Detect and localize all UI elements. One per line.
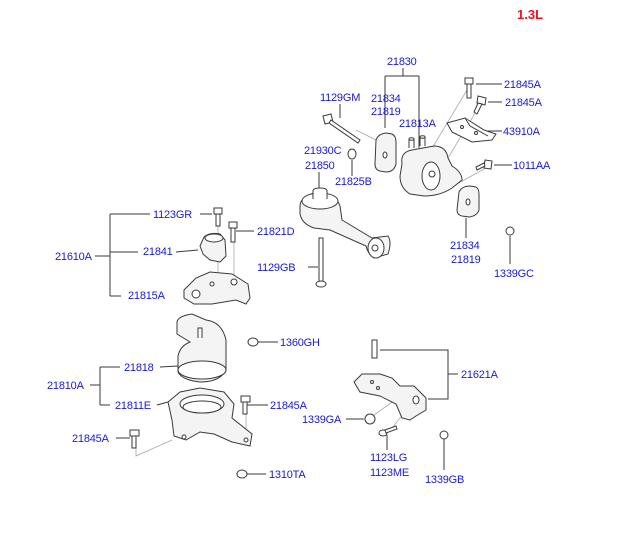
label-21850[interactable]: 21850 (305, 160, 335, 172)
label-21825b[interactable]: 21825B (335, 176, 372, 188)
label-21813a[interactable]: 21813A (399, 118, 436, 130)
engine-label: 1.3L (517, 7, 544, 22)
part-1011aa-bolt (475, 159, 493, 171)
label-1129gb[interactable]: 1129GB (257, 262, 296, 274)
part-21834-pad-upper (374, 132, 397, 173)
part-21841-insulator (199, 232, 227, 263)
part-1123lg-bolt (378, 425, 398, 437)
part-1360gh-nut (247, 337, 259, 347)
part-21845a-bolt-left (129, 429, 140, 449)
part-21825b-washer (347, 148, 357, 160)
label-21845a-right[interactable]: 21845A (270, 400, 307, 412)
part-1339ga-nut (364, 413, 376, 425)
part-21818-insulator (176, 313, 227, 383)
label-21834-upper[interactable]: 21834 (371, 93, 401, 105)
label-21845a-left[interactable]: 21845A (72, 433, 109, 445)
part-21834-pad-lower (456, 185, 480, 218)
leader-lines (90, 68, 512, 475)
part-43910a-bracket (446, 117, 497, 143)
label-21819-upper[interactable]: 21819 (371, 106, 401, 118)
label-1123lg[interactable]: 1123LG (370, 452, 408, 464)
label-21819-lower[interactable]: 21819 (451, 254, 481, 266)
label-1123me[interactable]: 1123ME (370, 467, 409, 479)
label-21821d[interactable]: 21821D (257, 226, 295, 238)
label-21610a[interactable]: 21610A (55, 251, 92, 263)
part-1129gb-bolt (315, 237, 327, 288)
label-21621a[interactable]: 21621A (461, 369, 498, 381)
label-1011aa[interactable]: 1011AA (513, 160, 551, 172)
label-21834-lower[interactable]: 21834 (450, 240, 480, 252)
label-1129gm[interactable]: 1129GM (320, 92, 361, 104)
label-21818[interactable]: 21818 (124, 362, 154, 374)
label-21811e[interactable]: 21811E (115, 400, 151, 412)
part-21850-torque-rod (299, 187, 391, 259)
part-21621a-stud (371, 339, 378, 359)
part-1339gc-cap (505, 226, 515, 236)
label-1339gc[interactable]: 1339GC (494, 268, 534, 280)
part-21621a-bracket (353, 373, 427, 421)
label-1339ga[interactable]: 1339GA (302, 414, 342, 426)
part-21845a-bolt-top (464, 77, 474, 99)
part-21845a-bolt-right (240, 395, 251, 415)
part-21815a-bracket (183, 271, 251, 305)
part-21813a-insulator (399, 135, 463, 197)
part-21811e-bracket (167, 387, 253, 447)
part-1310ta-nut (236, 469, 248, 479)
part-1339gb-cap (439, 430, 449, 440)
label-21815a[interactable]: 21815A (128, 290, 165, 302)
part-21845a-bolt-2 (473, 95, 487, 115)
part-1129gm-bolt (322, 113, 361, 144)
label-21810a[interactable]: 21810A (47, 380, 84, 392)
label-21830[interactable]: 21830 (387, 56, 417, 68)
label-21845a-2[interactable]: 21845A (505, 97, 542, 109)
label-21930c[interactable]: 21930C (304, 145, 342, 157)
part-21821d-bolt (228, 221, 238, 243)
label-43910a[interactable]: 43910A (503, 126, 540, 138)
label-1123gr[interactable]: 1123GR (153, 209, 192, 221)
label-1339gb[interactable]: 1339GB (425, 474, 465, 486)
label-1310ta[interactable]: 1310TA (269, 469, 306, 481)
label-1360gh[interactable]: 1360GH (280, 337, 320, 349)
label-21845a-1[interactable]: 21845A (504, 79, 541, 91)
label-21841[interactable]: 21841 (143, 246, 173, 258)
part-1123gr-bolt (213, 207, 223, 227)
